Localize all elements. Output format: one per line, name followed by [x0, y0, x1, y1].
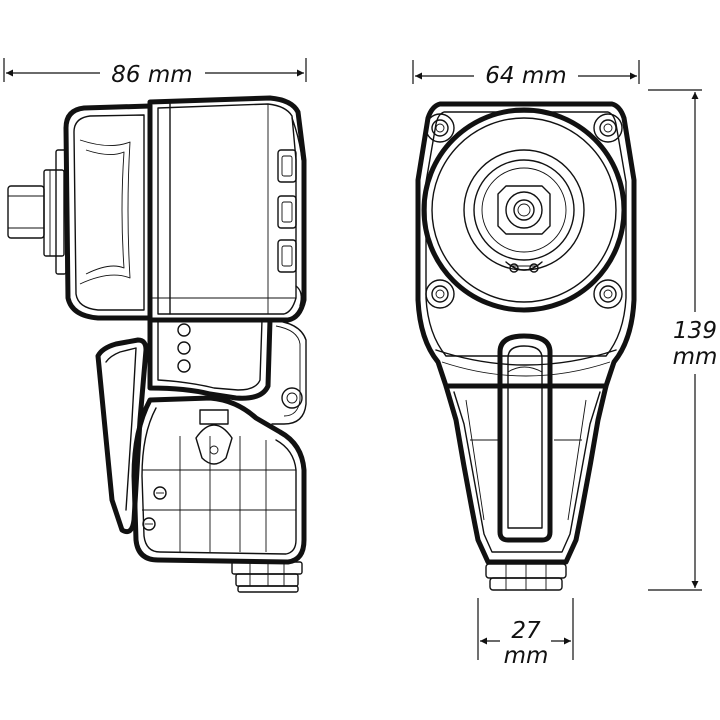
side-view	[7, 95, 307, 593]
front-view	[415, 101, 637, 591]
front-width-label: 64 mm	[485, 63, 566, 89]
exhaust-value-label: 27	[511, 618, 541, 644]
screw-bottom-right	[593, 279, 623, 309]
air-inlet-housing	[131, 395, 307, 565]
screw-top-right	[593, 113, 623, 143]
height-value-label: 139	[673, 318, 717, 344]
front-face	[421, 107, 627, 313]
height-unit-label: mm	[673, 344, 718, 370]
anvil-square-drive	[7, 149, 67, 275]
front-screws	[425, 113, 623, 309]
front-trigger	[497, 333, 553, 543]
front-handle	[443, 385, 609, 565]
exhaust-unit-label: mm	[504, 643, 549, 669]
trigger	[95, 337, 149, 535]
dimension-exhaust-width: 27 mm	[477, 598, 574, 669]
side-selector-buttons	[277, 149, 297, 273]
hammer-case	[63, 103, 153, 321]
motor-housing	[147, 95, 307, 323]
side-width-label: 86 mm	[111, 62, 192, 88]
screw-top-left	[425, 113, 455, 143]
anvil-end	[497, 185, 551, 235]
handle-grip	[147, 319, 307, 425]
dimension-height: 139 mm	[648, 89, 718, 591]
screw-bottom-left	[425, 279, 455, 309]
retaining-clip	[505, 261, 543, 273]
dimension-front-width: 64 mm	[412, 60, 640, 89]
air-fitting	[231, 561, 303, 593]
dimension-side-width: 86 mm	[3, 58, 307, 88]
front-air-fitting	[485, 563, 567, 591]
